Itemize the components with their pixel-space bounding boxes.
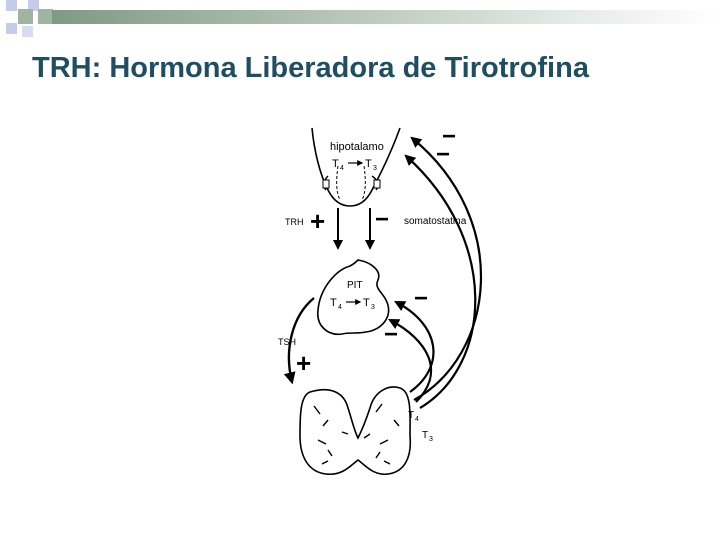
header-gradient-bar: [52, 10, 720, 24]
hypo-t4-label: T: [332, 158, 339, 170]
somatostatin-minus-sign: −: [375, 206, 389, 233]
trh-plus-sign: +: [310, 206, 325, 236]
tsh-plus-sign: +: [296, 348, 311, 378]
pit-t3-subscript: 3: [371, 304, 375, 311]
feedback-arrow-pituitary-2: [388, 318, 433, 403]
pituitary-t4-t3-conversion: T 4 T 3: [330, 297, 375, 311]
feedback-minus-sign-1: −: [442, 123, 456, 150]
pituitary-shape: [317, 259, 390, 335]
tsh-label: TSH: [278, 337, 296, 347]
feedback-arrow-hypothalamus-1: [410, 136, 483, 401]
feedback-minus-sign-3: −: [414, 285, 428, 312]
thyroid-output-labels: T 4 T 3: [408, 410, 433, 443]
thyroid-gland-shape: [299, 386, 412, 476]
pit-t4-subscript: 4: [338, 304, 342, 311]
hypothalamus-shape: [311, 127, 401, 207]
somatostatin-label: somatostatina: [404, 216, 467, 227]
thyroid-axis-diagram: hipotalamo T 4 T 3 TRH + − somatostatina…: [278, 123, 483, 476]
hypo-t3-label: T: [365, 158, 372, 170]
pit-t4-label: T: [330, 297, 337, 309]
thyroid-t4-subscript: 4: [415, 416, 419, 423]
corner-squares-decoration: [6, 0, 53, 37]
pituitary-label: PIT: [347, 280, 363, 291]
hypothalamus-label: hipotalamo: [330, 141, 384, 153]
thyroid-t4-label: T: [408, 410, 414, 421]
hypo-t3-subscript: 3: [373, 165, 377, 172]
feedback-minus-sign-4: −: [384, 321, 398, 348]
thyroid-t3-label: T: [422, 430, 428, 441]
tsh-arrow: [283, 297, 315, 385]
pit-t3-label: T: [363, 297, 370, 309]
trh-label: TRH: [285, 217, 304, 227]
feedback-arrow-hypothalamus-2: [404, 154, 477, 409]
thyroid-t3-subscript: 3: [429, 436, 433, 443]
hypothalamus-t4-t3-conversion: T 4 T 3: [332, 158, 377, 172]
slide-title: TRH: Hormona Liberadora de Tirotrofina: [32, 52, 589, 84]
feedback-minus-sign-2: −: [436, 141, 450, 168]
hypo-t4-subscript: 4: [340, 165, 344, 172]
feedback-arrow-pituitary-1: [394, 300, 435, 393]
